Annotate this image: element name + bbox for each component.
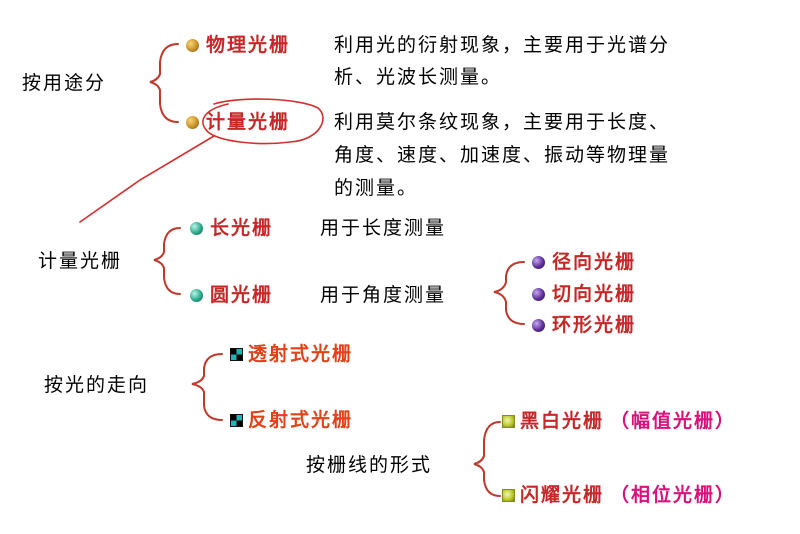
- brace-by-use: [149, 43, 179, 123]
- gold-bullet-icon: [186, 39, 199, 52]
- desc-physical-2: 析、光波长测量。: [334, 66, 503, 88]
- purple-bullet-icon: [532, 288, 545, 301]
- item-blazed-grating: 闪耀光栅: [520, 484, 605, 506]
- alt-amplitude-grating: （幅值光栅）: [610, 410, 737, 432]
- purple-bullet-icon: [532, 256, 545, 269]
- subtype-radial: 径向光栅: [552, 251, 637, 273]
- label-metrology: 计量光栅: [38, 250, 123, 272]
- desc-metrology-3: 的测量。: [334, 177, 419, 199]
- item-transmission-grating: 透射式光栅: [248, 343, 354, 365]
- brace-by-light: [191, 353, 223, 421]
- brace-circular: [493, 261, 525, 325]
- annotation-line: [79, 135, 215, 223]
- item-circular-grating: 圆光栅: [210, 284, 274, 306]
- desc-circular: 用于角度测量: [320, 284, 447, 306]
- subtype-tangential: 切向光栅: [552, 283, 637, 305]
- label-by-line-form: 按栅线的形式: [306, 454, 433, 476]
- label-by-use: 按用途分: [22, 72, 107, 94]
- checker-bullet-icon: [230, 348, 243, 361]
- subtype-annular: 环形光栅: [552, 314, 637, 336]
- item-physical-grating: 物理光栅: [206, 34, 291, 56]
- checker-bullet-icon: [230, 414, 243, 427]
- desc-metrology-1: 利用莫尔条纹现象，主要用于长度、: [334, 111, 671, 133]
- label-by-light: 按光的走向: [44, 374, 150, 396]
- brace-metrology: [153, 227, 181, 295]
- gold-bullet-icon: [186, 116, 199, 129]
- desc-linear: 用于长度测量: [320, 217, 447, 239]
- teal-bullet-icon: [190, 289, 203, 302]
- item-reflection-grating: 反射式光栅: [248, 409, 354, 431]
- purple-bullet-icon: [532, 319, 545, 332]
- brace-by-line-form: [473, 421, 501, 497]
- yellow-square-bullet-icon: [502, 415, 515, 428]
- alt-blazed-grating: （相位光栅）: [610, 484, 737, 506]
- annotation-circle: [202, 98, 324, 145]
- desc-metrology-2: 角度、速度、加速度、振动等物理量: [334, 144, 671, 166]
- item-linear-grating: 长光栅: [210, 217, 274, 239]
- yellow-square-bullet-icon: [502, 489, 515, 502]
- desc-physical-1: 利用光的衍射现象，主要用于光谱分: [334, 34, 671, 56]
- item-metrology-grating: 计量光栅: [206, 111, 291, 133]
- item-amplitude-grating: 黑白光栅: [520, 410, 605, 432]
- teal-bullet-icon: [190, 222, 203, 235]
